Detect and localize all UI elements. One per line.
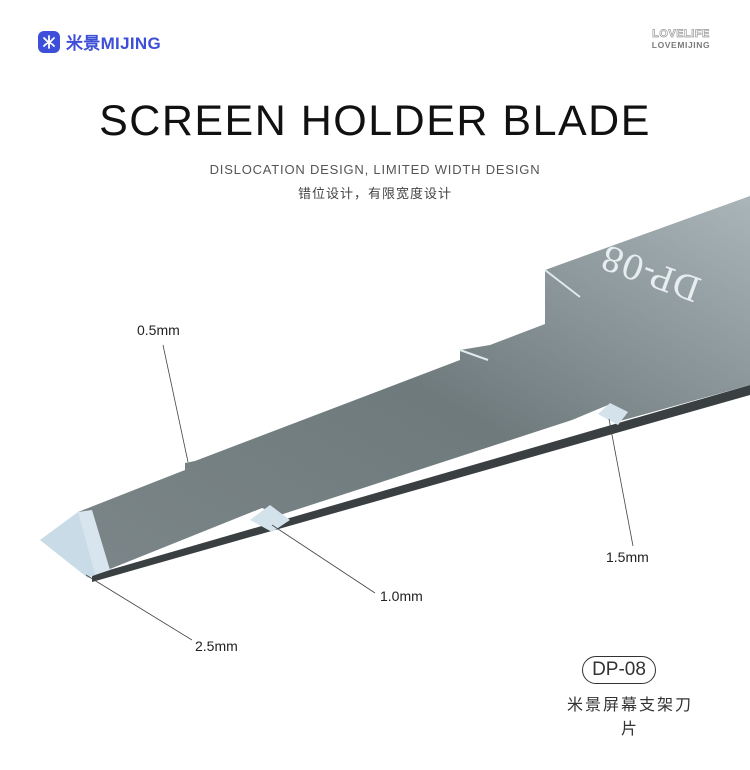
blade-body bbox=[78, 196, 750, 575]
lovelife-logo: LOVELIFE LOVEMIJING bbox=[648, 28, 714, 50]
dimension-label-1-0mm: 1.0mm bbox=[380, 588, 423, 604]
page-title: SCREEN HOLDER BLADE bbox=[99, 97, 651, 145]
blade-tip-bevel bbox=[40, 512, 95, 578]
brand-name: 米景MIJING bbox=[66, 34, 161, 53]
product-name-chinese: 米景屏幕支架刀片 bbox=[566, 697, 693, 738]
subtitle-chinese: 错位设计，有限宽度设计 bbox=[297, 186, 452, 201]
brand-header: 米景MIJING bbox=[38, 29, 161, 54]
subtitle-english: DISLOCATION DESIGN, LIMITED WIDTH DESIGN bbox=[209, 162, 541, 177]
dimension-label-2-5mm: 2.5mm bbox=[195, 638, 238, 654]
lovemijing-text: LOVEMIJING bbox=[651, 40, 711, 50]
notch-1mm bbox=[250, 505, 290, 532]
notch-1_5mm bbox=[598, 403, 628, 425]
lovelife-text: LOVELIFE bbox=[652, 28, 710, 40]
dimension-label-1-5mm: 1.5mm bbox=[606, 549, 649, 565]
mijing-logo-icon bbox=[38, 30, 60, 53]
model-badge: DP-08 bbox=[582, 656, 656, 684]
dimension-label-0-5mm: 0.5mm bbox=[137, 322, 180, 338]
